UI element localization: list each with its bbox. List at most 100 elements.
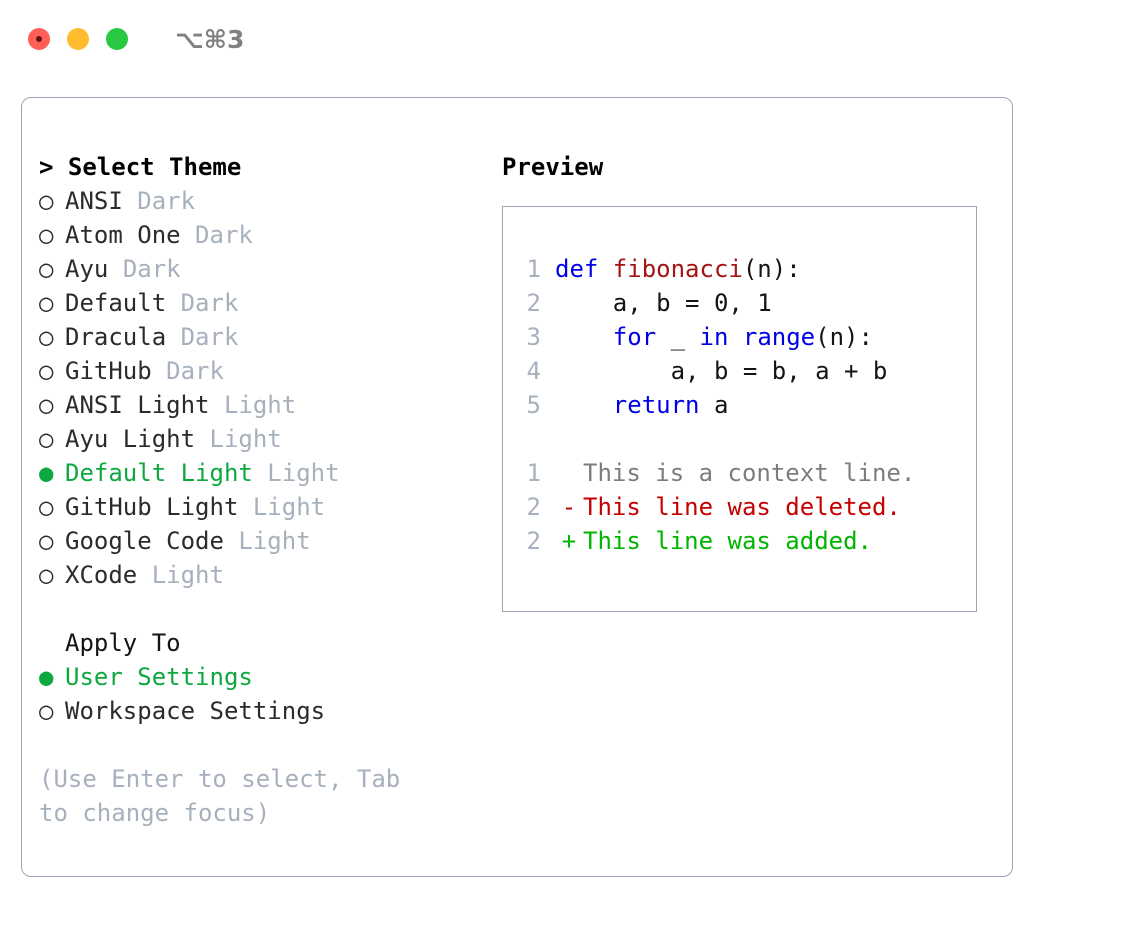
theme-item-tag: Light [252, 493, 326, 521]
code-token: a, b = b, a + b [555, 357, 888, 385]
theme-item-gap [195, 425, 209, 453]
apply-to-list: ●User Settings○Workspace Settings [39, 660, 479, 728]
radio-unselected-icon: ○ [39, 527, 54, 555]
radio-unselected-icon: ○ [39, 561, 54, 589]
code-line: 5 return a [519, 388, 968, 422]
theme-selection-pane: > Select Theme ○ANSI Dark○Atom One Dark○… [39, 150, 479, 830]
theme-item-default-light[interactable]: ●Default Light Light [39, 456, 479, 490]
code-token: (n): [815, 323, 873, 351]
close-light[interactable] [28, 28, 50, 50]
code-line-number: 2 [526, 289, 541, 317]
code-line-number: 3 [526, 323, 541, 351]
diff-marker: + [561, 527, 577, 555]
theme-item-label: GitHub Light [65, 493, 239, 521]
radio-unselected-icon: ○ [39, 221, 54, 249]
theme-item-tag: Light [223, 391, 297, 419]
theme-picker-card: > Select Theme ○ANSI Dark○Atom One Dark○… [21, 97, 1013, 877]
code-line-text: a, b = b, a + b [555, 354, 888, 388]
code-token: (n): [742, 255, 801, 283]
code-line-text: for _ in range(n): [555, 320, 873, 354]
code-token: fibonacci [612, 255, 743, 283]
theme-item-label: XCode [65, 561, 138, 589]
code-line: 2 a, b = 0, 1 [519, 286, 968, 320]
theme-item-ansi[interactable]: ○ANSI Dark [39, 184, 479, 218]
theme-item-default[interactable]: ○Default Dark [39, 286, 479, 320]
apply-to-header: Apply To [65, 629, 181, 657]
theme-item-tag: Light [238, 527, 311, 555]
theme-item-tag: Dark [122, 255, 181, 283]
theme-item-tag: Light [209, 425, 282, 453]
code-line-text: a, b = 0, 1 [555, 286, 772, 320]
code-token: a, b = 0, 1 [555, 289, 772, 317]
radio-selected-icon: ● [39, 459, 54, 487]
theme-item-google-code[interactable]: ○Google Code Light [39, 524, 479, 558]
theme-item-gap [181, 221, 195, 249]
keyboard-shortcut-label: ⌥⌘3 [175, 24, 245, 54]
maximize-light[interactable] [106, 28, 128, 50]
radio-unselected-icon: ○ [39, 391, 54, 419]
select-theme-header: > Select Theme [39, 153, 242, 181]
code-token: _ [656, 323, 700, 351]
diff-line-number: 2 [526, 493, 541, 521]
title-bar: ⌥⌘3 [0, 0, 1140, 78]
theme-item-label: Ayu Light [65, 425, 196, 453]
diff-line-add: 2+This line was added. [519, 524, 968, 558]
theme-item-gap [137, 561, 151, 589]
theme-item-tag: Dark [180, 323, 239, 351]
radio-unselected-icon: ○ [39, 357, 54, 385]
code-line: 3 for _ in range(n): [519, 320, 968, 354]
diff-line-del: 2-This line was deleted. [519, 490, 968, 524]
diff-lines: 1 This is a context line.2-This line was… [519, 456, 968, 558]
theme-item-label: Atom One [65, 221, 181, 249]
code-line-number: 1 [526, 255, 541, 283]
code-token: a [699, 391, 729, 419]
code-token: range [742, 323, 816, 351]
theme-item-ayu-light[interactable]: ○ Ayu Light Light [39, 422, 479, 456]
theme-item-xcode[interactable]: ○ XCode Light [39, 558, 479, 592]
minimize-light[interactable] [67, 28, 89, 50]
theme-item-ansi-light[interactable]: ○ANSI Light Light [39, 388, 479, 422]
radio-unselected-icon: ○ [39, 289, 54, 317]
theme-item-gap [166, 323, 180, 351]
apply-to-item-workspace-settings[interactable]: ○Workspace Settings [39, 694, 479, 728]
radio-unselected-icon: ○ [39, 425, 54, 453]
code-line-number: 5 [526, 391, 541, 419]
theme-item-label: Default [65, 289, 167, 317]
diff-marker [555, 456, 583, 490]
apply-to-item-user-settings[interactable]: ●User Settings [39, 660, 479, 694]
diff-marker: - [561, 493, 577, 521]
theme-item-github[interactable]: ○GitHub Dark [39, 354, 479, 388]
theme-item-gap [224, 527, 238, 555]
code-token: return [612, 391, 700, 419]
radio-unselected-icon: ○ [39, 323, 54, 351]
diff-line-ctx: 1 This is a context line. [519, 456, 968, 490]
theme-item-atom-one[interactable]: ○Atom One Dark [39, 218, 479, 252]
theme-item-tag: Light [151, 561, 224, 589]
diff-line-text: This is a context line. [583, 459, 916, 487]
code-token: def [555, 255, 613, 283]
code-token [728, 323, 742, 351]
window-controls [28, 28, 128, 50]
code-line: 4 a, b = b, a + b [519, 354, 968, 388]
radio-unselected-icon: ○ [39, 187, 54, 215]
theme-item-dracula[interactable]: ○Dracula Dark [39, 320, 479, 354]
theme-item-tag: Light [267, 459, 340, 487]
keyboard-hint: (Use Enter to select, Tab to change focu… [39, 765, 415, 827]
code-blank-line [519, 422, 968, 456]
code-line: 1 def fibonacci(n): [519, 252, 968, 286]
code-token [555, 323, 613, 351]
diff-line-number: 2 [526, 527, 541, 555]
radio-unselected-icon: ○ [39, 255, 54, 283]
code-token: in [699, 323, 729, 351]
theme-item-github-light[interactable]: ○GitHub Light Light [39, 490, 479, 524]
theme-item-tag: Dark [137, 187, 196, 215]
diff-line-text: This line was deleted. [583, 493, 901, 521]
code-line-number: 4 [526, 357, 541, 385]
code-token: for [612, 323, 657, 351]
theme-item-gap [123, 187, 137, 215]
theme-item-ayu[interactable]: ○Ayu Dark [39, 252, 479, 286]
